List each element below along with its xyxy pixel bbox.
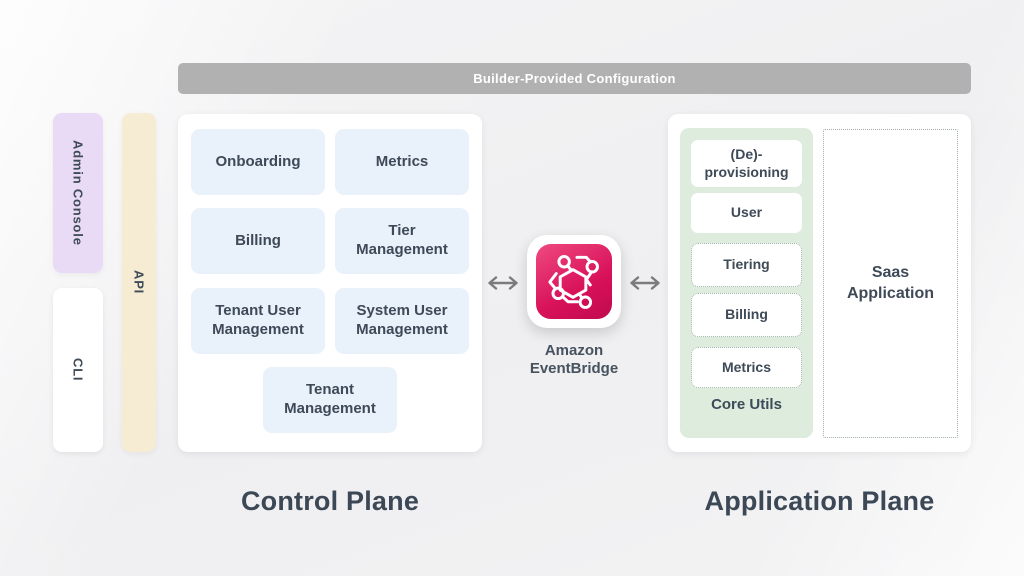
admin-console-label: Admin Console [70,140,86,246]
service-box-system-user-management: System User Management [335,288,469,354]
application-plane-title: Application Plane [704,486,935,516]
application-plane-panel: (De)-provisioning User Tiering Billing M… [668,114,971,452]
eventbridge-card [527,235,621,328]
service-box-tenant-user-management: Tenant User Management [191,288,325,354]
bidirectional-arrow-icon [630,276,660,290]
eventbridge-label: Amazon EventBridge [504,342,644,379]
core-utils-item-tiering: Tiering [691,243,802,287]
cli-box: CLI [53,288,103,452]
eventbridge-label-line2: EventBridge [529,360,619,378]
bidirectional-arrow-icon [488,276,518,290]
service-box-tenant-management: Tenant Management [263,367,397,433]
cli-label: CLI [70,358,86,382]
eventbridge-label-line1: Amazon [544,342,604,359]
core-utils-item-metrics: Metrics [691,347,802,388]
service-box-onboarding: Onboarding [191,129,325,195]
api-bar: API [122,113,156,452]
api-label: API [131,270,147,295]
service-box-tier-management: Tier Management [335,208,469,274]
core-utils-item-user: User [691,193,802,233]
saas-application-label: Saas Application [846,263,935,302]
core-utils-group: (De)-provisioning User Tiering Billing M… [680,128,813,438]
service-box-billing: Billing [191,208,325,274]
builder-provided-configuration-label: Builder-Provided Configuration [473,71,676,86]
control-plane-panel: Onboarding Metrics Billing Tier Manageme… [178,114,482,452]
service-box-metrics: Metrics [335,129,469,195]
core-utils-item-billing: Billing [691,293,802,337]
admin-console-box: Admin Console [53,113,103,273]
control-plane-title: Control Plane [240,486,420,516]
saas-application-box: Saas Application [823,129,958,438]
eventbridge-icon [536,244,612,319]
core-utils-item-deprovisioning: (De)-provisioning [691,140,802,187]
core-utils-label: Core Utils [711,396,782,413]
builder-provided-configuration-bar: Builder-Provided Configuration [178,63,971,94]
